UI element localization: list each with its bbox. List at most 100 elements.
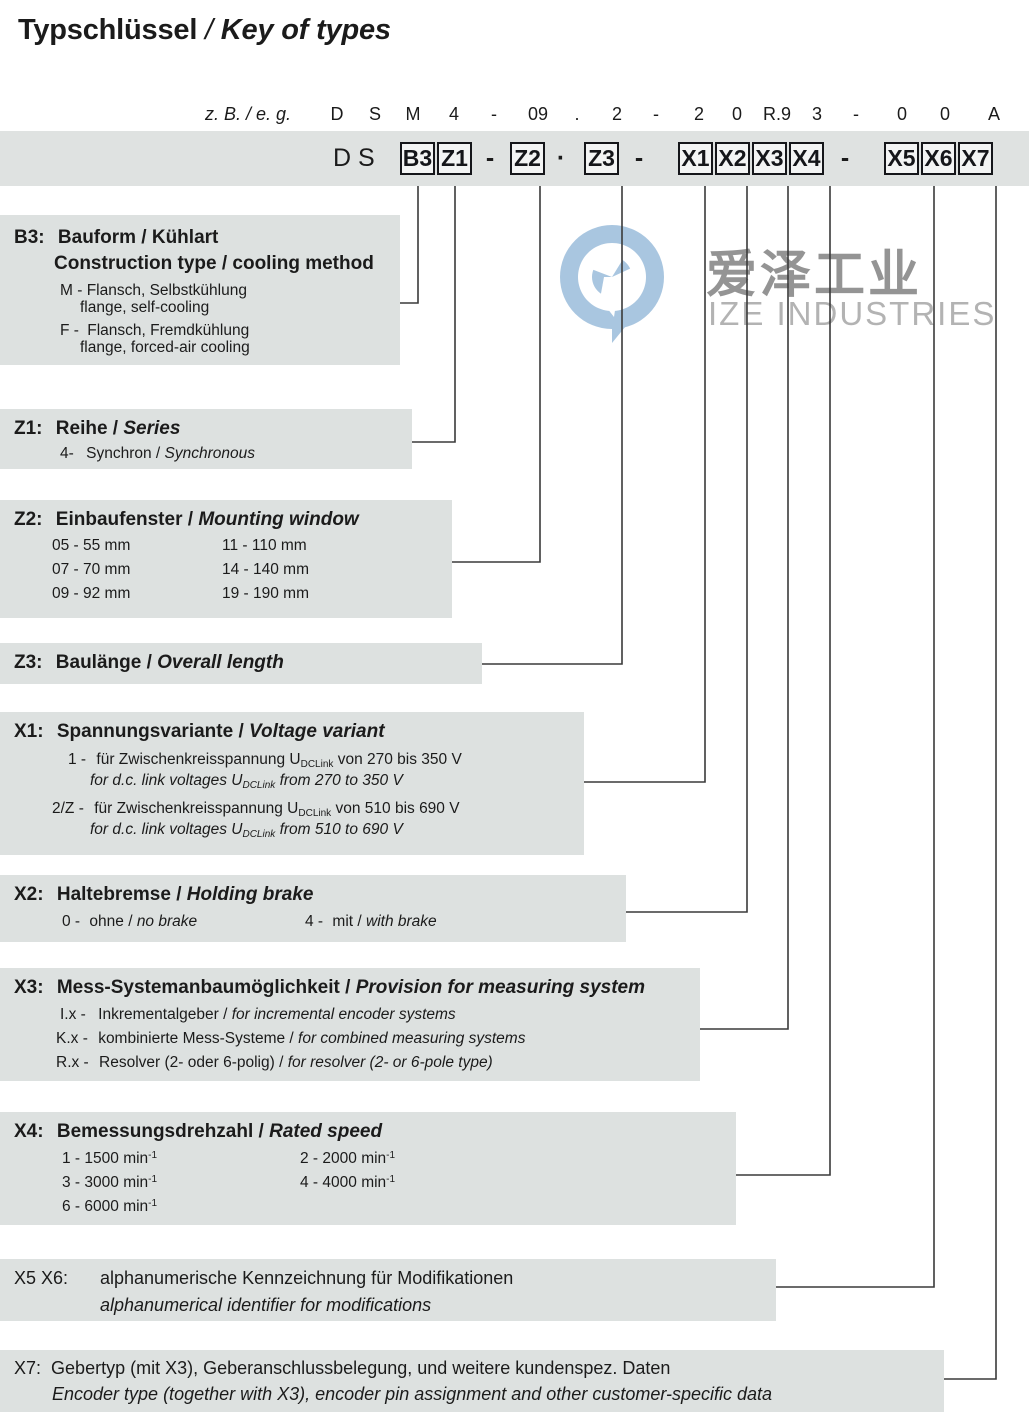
block-x1-opt1-en-a: for d.c. link voltages U [90,821,243,838]
code-prefix: D S [333,144,375,172]
block-b3-opt0-key: M - [60,282,83,299]
block-x4-left-1: 3 - 3000 [62,1174,124,1191]
code-box-x2[interactable]: X2 [715,142,750,175]
page-title-german: Typschlüssel [18,14,198,46]
code-box-z3[interactable]: Z3 [584,142,619,175]
watermark-english-text: IZE INDUSTRIES [708,295,997,332]
block-x2: X2: Haltebremse / Holding brake 0 - ohne… [0,875,626,942]
block-x2-right-en: with brake [366,913,437,930]
block-z1-code: Z1: [14,418,43,439]
block-z1-title-de: Reihe / [55,418,124,439]
example-token-7: 2 [611,104,622,124]
block-x2-left-en: no brake [136,913,198,930]
block-z2-left-0: 05 - 55 mm [52,537,131,554]
block-b3-opt1-de: Flansch, Fremdkühlung [87,322,250,339]
block-x1-opt0-de-b: von 270 bis 350 V [333,751,462,768]
block-b3-title-de: Bauform / Kühlart [57,227,219,248]
block-x3-opt0-en: for incremental encoder systems [231,1006,456,1023]
example-token-16: A [987,104,1000,124]
page-title: Typschlüssel / Key of types [18,14,391,47]
wire-x2 [626,186,748,913]
example-token-11: R.9 [762,104,791,124]
block-x2-title-en: Holding brake [186,884,314,905]
block-z1-title-en: Series [123,418,181,439]
block-x1-opt1-en-sub: DCLink [242,829,276,840]
wire-x4 [736,186,831,1176]
ize-logo-icon [560,225,664,343]
block-x1-code: X1: [14,721,44,742]
code-box-x7[interactable]: X7 [958,142,993,175]
example-token-14: 0 [896,104,907,124]
block-x4-unit-exp-l2: -1 [148,1198,158,1209]
block-b3: B3: Bauform / Kühlart Construction type … [0,215,400,365]
block-x1-opt0-en-b: from 270 to 350 V [275,772,403,789]
block-z1-opt-de: Synchron / [86,445,165,462]
code-box-x5[interactable]: X5 [884,142,919,175]
block-b3-opt0-en: flange, self-cooling [80,299,210,316]
example-token-4: - [491,104,497,124]
block-x3-title-de: Mess-Systemanbaumöglichkeit / [56,977,356,998]
block-x5x6: X5 X6: alphanumerische Kennzeichnung für… [0,1259,776,1321]
block-z3-code: Z3: [14,652,43,673]
code-box-x3[interactable]: X3 [752,142,787,175]
block-x4-unit-l1: min [123,1174,149,1191]
wire-b3 [400,186,419,304]
block-x1-opt0-key: 1 - [68,751,87,768]
example-label: z. B. / e. g. [205,104,292,124]
block-x2-code: X2: [14,884,44,905]
code-box-x4[interactable]: X4 [789,142,824,175]
block-z2-right-1: 14 - 140 mm [222,561,310,578]
code-box-b3[interactable]: B3 [400,142,435,175]
block-x4-right-1: 4 - 4000 [300,1174,362,1191]
block-x1-title-de: Spannungsvariante / [56,721,250,742]
block-x4: X4: Bemessungsdrehzahl / Rated speed 1 -… [0,1112,736,1225]
block-x4-unit-l2: min [123,1198,149,1215]
block-z3: Z3: Baulänge / Overall length [0,643,482,684]
block-x7-title-de: Gebertyp (mit X3), Geberanschlussbelegun… [51,1358,671,1378]
block-z2-left-2: 09 - 92 mm [52,585,131,602]
block-z2-right-0: 11 - 110 mm [222,537,307,554]
block-x4-unit-exp-l1: -1 [148,1174,158,1185]
block-x3-opt1-de: kombinierte Mess-Systeme / [98,1030,299,1047]
wire-x5x6 [776,186,935,1288]
example-token-15: 0 [939,104,950,124]
block-x5x6-title-en: alphanumerical identifier for modificati… [100,1295,432,1315]
block-x1-opt1-de-a: für Zwischenkreisspannung U [94,800,299,817]
example-token-6: . [574,104,580,124]
block-b3-opt0-de: Flansch, Selbstkühlung [86,282,247,299]
example-token-5: 09 [527,104,549,124]
block-x1-opt0-en-a: for d.c. link voltages U [90,772,243,789]
wire-x1 [584,186,706,783]
block-x4-unit-l0: min [123,1150,149,1167]
example-token-10: 0 [731,104,742,124]
example-token-13: - [853,104,859,124]
code-box-x1[interactable]: X1 [678,142,713,175]
code-dot: · [556,144,566,172]
block-x4-unit-exp-r0: -1 [386,1150,396,1161]
block-x4-left-0: 1 - 1500 [62,1150,124,1167]
block-x4-title-de: Bemessungsdrehzahl / [56,1121,270,1142]
block-x2-right-de: mit / [332,913,366,930]
example-token-0: D [330,104,344,124]
block-z2-title-de: Einbaufenster / [55,509,199,530]
block-x3-opt2-key: R.x - [56,1054,89,1071]
block-x7: X7: Gebertyp (mit X3), Geberanschlussbel… [0,1350,944,1412]
block-x3-opt2-en: for resolver (2- or 6-pole type) [287,1054,493,1071]
code-box-z2[interactable]: Z2 [510,142,545,175]
block-x5x6-code: X5 X6: [14,1268,69,1288]
block-x5x6-title-de: alphanumerische Kennzeichnung für Modifi… [100,1268,514,1288]
wire-z2 [452,186,541,563]
code-box-z1[interactable]: Z1 [437,142,472,175]
block-z2-code: Z2: [14,509,43,530]
block-x4-unit-r1: min [361,1174,387,1191]
block-x1-opt1-de-sub: DCLink [298,808,332,819]
block-x4-left-2: 6 - 6000 [62,1198,124,1215]
block-x1-opt0-en-sub: DCLink [242,780,276,791]
block-x1-title-en: Voltage variant [249,721,385,742]
code-box-x6[interactable]: X6 [921,142,956,175]
block-x1-opt0-de-a: für Zwischenkreisspannung U [96,751,301,768]
block-x4-right-0: 2 - 2000 [300,1150,362,1167]
block-z3-title-en: Overall length [157,652,284,673]
block-x3-opt0-de: Inkrementalgeber / [98,1006,232,1023]
code-dash-2: - [634,144,644,172]
